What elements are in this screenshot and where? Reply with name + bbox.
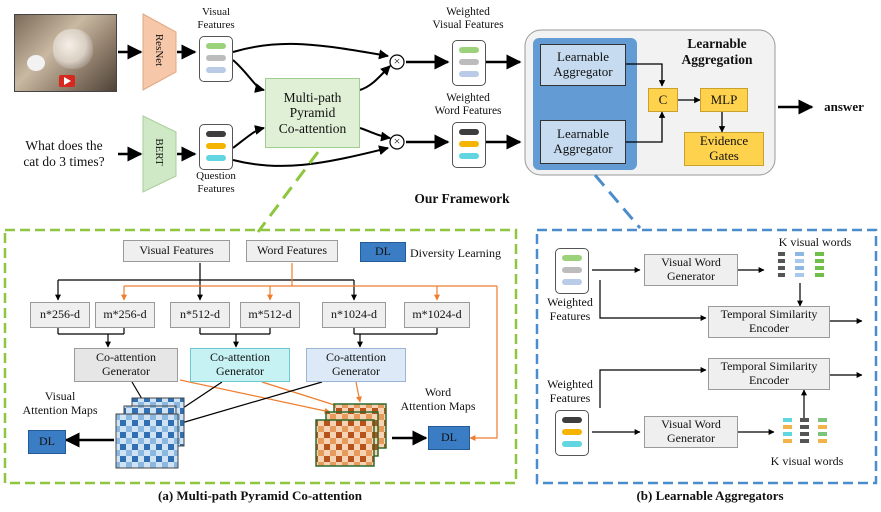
video-thumbnail bbox=[14, 14, 117, 92]
dim-box-n256: n*256-d bbox=[30, 302, 90, 328]
evidence-gates-box: Evidence Gates bbox=[684, 132, 764, 166]
multiply-node-bottom bbox=[389, 134, 405, 150]
weighted-visual-features-label: Weighted Visual Features bbox=[432, 6, 504, 32]
k-visual-words-label-bottom: K visual words bbox=[770, 454, 844, 468]
learnable-aggregation-title: Learnable Aggregation bbox=[681, 36, 753, 67]
visual-attention-maps-label: Visual Attention Maps bbox=[22, 389, 98, 417]
cat-shape bbox=[53, 29, 93, 69]
word-features-input: Word Features bbox=[246, 240, 338, 262]
weighted-features-label-bottom: Weighted Features bbox=[547, 377, 593, 405]
dim-box-m512: m*512-d bbox=[240, 302, 300, 328]
dim-box-m1024: m*1024-d bbox=[404, 302, 470, 328]
learnable-aggregator-bottom: Learnable Aggregator bbox=[540, 120, 626, 164]
multiply-node-top bbox=[389, 54, 405, 70]
panel-a-caption: (a) Multi-path Pyramid Co-attention bbox=[157, 488, 362, 503]
weighted-features-label-top: Weighted Features bbox=[547, 295, 593, 323]
dim-box-m256: m*256-d bbox=[95, 302, 155, 328]
k-visual-words-top bbox=[778, 252, 824, 277]
framework-title: Our Framework bbox=[414, 191, 510, 206]
temporal-similarity-encoder-top: Temporal Similarity Encoder bbox=[708, 306, 830, 338]
dl-box-visual: DL bbox=[28, 430, 66, 454]
otimes-glyph-top: × bbox=[393, 54, 401, 68]
visual-features-input: Visual Features bbox=[123, 240, 230, 262]
dl-box-word: DL bbox=[428, 426, 470, 450]
dim-box-n1024: n*1024-d bbox=[322, 302, 386, 328]
bird-shape bbox=[27, 55, 45, 71]
resnet-block bbox=[142, 13, 177, 91]
coattention-generator-3: Co-attention Generator bbox=[306, 348, 406, 382]
weighted-features-card-top bbox=[555, 248, 589, 294]
k-visual-words-label-top: K visual words bbox=[778, 235, 852, 249]
dim-box-n512: n*512-d bbox=[170, 302, 230, 328]
word-attention-maps-label: Word Attention Maps bbox=[400, 385, 476, 413]
bert-block bbox=[142, 115, 177, 193]
visual-attention-map-1 bbox=[115, 413, 179, 469]
diversity-learning-label: Diversity Learning bbox=[410, 246, 501, 260]
panel-b-caption: (b) Learnable Aggregators bbox=[636, 488, 784, 503]
mlp-box: MLP bbox=[700, 88, 748, 112]
learnable-aggregator-top: Learnable Aggregator bbox=[540, 44, 626, 86]
visual-features-label: Visual Features bbox=[197, 6, 235, 31]
question-text: What does the cat do 3 times? bbox=[23, 138, 105, 169]
question-features-label: Question Features bbox=[196, 170, 236, 195]
dl-legend-box: DL bbox=[360, 242, 406, 262]
word-attention-map-1 bbox=[315, 419, 375, 467]
answer-label: answer bbox=[824, 99, 864, 114]
play-icon[interactable] bbox=[59, 75, 75, 87]
visual-word-generator-top: Visual Word Generator bbox=[644, 254, 738, 286]
coattention-generator-1: Co-attention Generator bbox=[74, 348, 178, 382]
resnet-label: ResNet bbox=[153, 33, 166, 67]
bert-label: BERT bbox=[153, 138, 166, 166]
weighted-features-card-bottom bbox=[555, 410, 589, 456]
weighted-word-card bbox=[452, 122, 486, 168]
question-features-card bbox=[199, 124, 233, 170]
visual-features-card bbox=[199, 36, 233, 82]
otimes-glyph-bottom: × bbox=[393, 134, 401, 148]
temporal-similarity-encoder-bottom: Temporal Similarity Encoder bbox=[708, 358, 830, 390]
weighted-visual-card bbox=[452, 40, 486, 86]
multipath-pyramid-coattention-box: Multi-path Pyramid Co-attention bbox=[265, 78, 360, 148]
weighted-word-features-label: Weighted Word Features bbox=[434, 92, 502, 118]
panel-b-border bbox=[535, 228, 878, 485]
visual-word-generator-bottom: Visual Word Generator bbox=[644, 416, 738, 448]
concat-box: C bbox=[648, 88, 678, 112]
k-visual-words-bottom bbox=[783, 418, 827, 443]
panel-a-border bbox=[3, 228, 518, 485]
coattention-generator-2: Co-attention Generator bbox=[190, 348, 290, 382]
